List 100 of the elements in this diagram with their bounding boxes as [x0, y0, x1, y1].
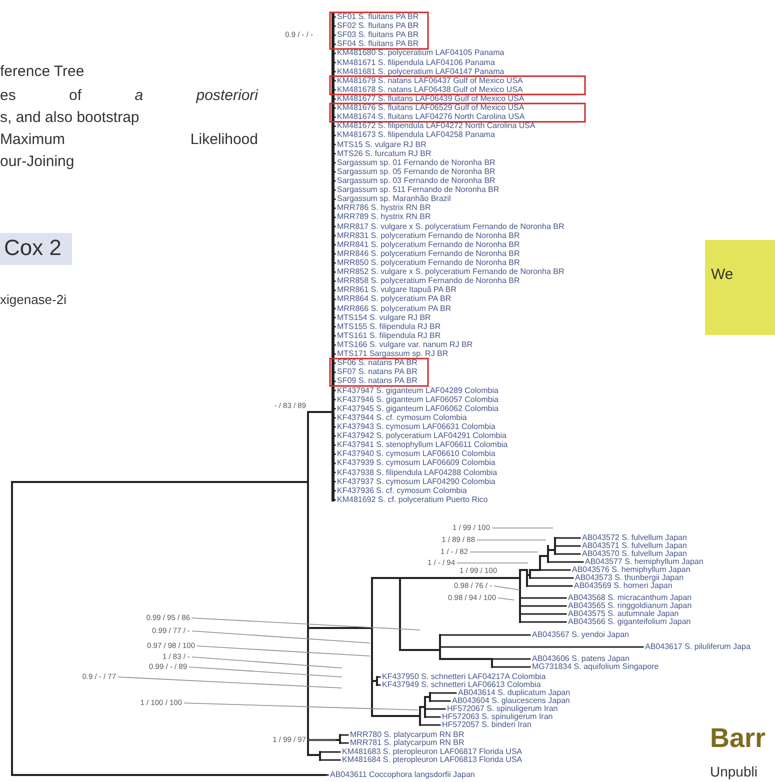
taxon-label: AB043614 S. duplicatum Japan: [458, 688, 570, 697]
taxon-label: KF437938 S. filipendula LAF04288 Colombia: [337, 468, 498, 477]
taxon-label: SF04 S. fluitans PA BR: [337, 40, 419, 49]
taxon-label: KM481677 S. fluitans LAF06439 Gulf of Mexico USA: [337, 94, 524, 104]
taxon-label: MG731834 S. aquifolium Singapore: [532, 662, 659, 672]
taxon-label: AB043565 S. ringgoldianum Japan: [568, 602, 692, 610]
taxon-label: MTS155 S. filipendula RJ BR: [337, 322, 441, 331]
slide-text: ference Tree: [0, 64, 84, 80]
taxon-label: SF02 S. fluitans PA BR: [337, 22, 419, 30]
taxon-label: Sargassum sp. 01 Fernando de Noronha BR: [337, 158, 496, 167]
taxon-label: MTS161 S. filipendula RJ BR: [337, 332, 441, 340]
taxon-label: MRR861 S. vulgare Itapuã PA BR: [337, 286, 456, 294]
slide-text: s, and also bootstrap: [0, 110, 140, 126]
leader-line: [196, 646, 370, 656]
taxon-label: HF572063 S. spinuligerum Iran: [442, 712, 553, 721]
taxon-label: KM481680 S. polyceratium LAF04105 Panama: [337, 49, 504, 58]
taxon-label: AB043571 S. fulvellum Japan: [582, 542, 687, 550]
leader-line: [192, 656, 342, 668]
taxon-label: MRR831 S. polyceratium Fernando de Noronha BR: [337, 231, 520, 240]
taxon-label: AB043577 S. hemiphyllum Japan: [585, 558, 704, 566]
taxon-label: MRR864 S. polyceratium PA BR: [337, 295, 452, 304]
taxon-label: AB043617 S. piluliferum Japa: [645, 642, 750, 652]
taxon-label: KF437950 S. schnetteri LAF04217A Colombia: [382, 672, 546, 681]
leader-line: [456, 562, 528, 564]
slide-text: our-Joining: [0, 154, 74, 170]
leader-line: [498, 598, 514, 600]
taxon-label: MTS171 Sargassum sp. RJ BR: [337, 350, 448, 358]
taxon-label: KM481676 S. fluitans LAF06529 Gulf of Mexico USA: [337, 104, 524, 112]
taxon-label: SF06 S. natans PA BR: [337, 358, 418, 368]
leader-line: [192, 630, 370, 644]
taxon-label: KF437942 S. polyceratium LAF04291 Colombia: [337, 432, 506, 440]
taxon-label: MTS154 S. vulgare RJ BR: [337, 313, 431, 322]
taxon-label: MRR866 S. polyceratium PA BR: [337, 304, 452, 313]
taxon-label: SF07 S. natans PA BR: [337, 368, 418, 376]
taxon-label: KF437945 S. giganteum LAF06062 Colombia: [337, 404, 498, 413]
taxon-label: AB043606 S. patens Japan: [532, 654, 630, 663]
taxon-label: MRR852 S. vulgare x S. polyceratium Fernando de Noronha BR: [337, 268, 564, 276]
taxon-label: MRR789 S. hystrix RN BR: [337, 213, 431, 222]
taxon-label: AB043604 S. glaucescens Japan: [452, 696, 570, 705]
taxon-label: KF437946 S. giganteum LAF06057 Colombia: [337, 395, 498, 404]
taxon-label: MRR841 S. polyceratium Fernando de Noronha BR: [337, 240, 520, 249]
section-tag: Cox 2: [0, 233, 72, 265]
taxon-label: AB043566 S. giganteifolium Japan: [568, 618, 691, 626]
taxon-label: AB043572 S. fulvellum Japan: [582, 534, 687, 542]
leader-line: [184, 702, 418, 710]
taxon-label: AB043573 S. thunbergii Japan: [575, 574, 684, 582]
taxon-label: MRR817 S. vulgare x S. polyceratium Fernando de Noronha BR: [337, 222, 564, 231]
taxon-label: KM481672 S. filipendula LAF04272 North Carolina USA: [337, 122, 536, 130]
leader-line: [192, 618, 420, 630]
section-heading: Barr: [710, 724, 766, 752]
leader-line: [494, 586, 520, 590]
leader-line: [188, 666, 342, 678]
taxon-label: Sargassum sp. 03 Fernando de Noronha BR: [337, 176, 496, 186]
taxon-label: KF437937 S. cymosum LAF04290 Colombia: [337, 477, 496, 486]
taxon-label: HF572057 S. binderi Iran: [442, 720, 532, 730]
taxon-label: KM481684 S. pteropleuron LAF06813 Florida USA: [342, 756, 522, 764]
taxon-label: KM481674 S. fluitans LAF04276 North Carolina USA: [337, 113, 525, 122]
taxon-label: KM481681 S. polyceratium LAF04147 Panama: [337, 67, 504, 76]
taxon-label: AB043576 S. hemiphyllum Japan: [572, 566, 690, 574]
taxon-label: KF437949 S. schnetteri LAF06613 Colombia: [382, 680, 541, 689]
taxon-label: Sargassum sp. Maranhão Brazil: [337, 195, 451, 204]
taxon-label: MTS26 S. furcatum RJ BR: [337, 149, 432, 158]
taxon-label: KM481679 S. natans LAF06437 Gulf of Mexico USA: [337, 76, 523, 85]
taxon-label: MRR846 S. polyceratium Fernando de Noronha BR: [337, 250, 520, 258]
taxon-label: KM481671 S. filipendula LAF04106 Panama: [337, 58, 495, 67]
taxon-label: SF01 S. fluitans PA BR: [337, 12, 419, 22]
taxon-label: KF437940 S. cymosum LAF06610 Colombia: [337, 450, 496, 458]
taxon-label: KF437943 S. cymosum LAF06631 Colombia: [337, 422, 496, 431]
note-card: We: [705, 240, 775, 335]
taxon-label: KF437941 S. stenophyllum LAF06611 Colombia: [337, 440, 508, 450]
taxon-label: MRR781 S. platycarpum RN BR: [350, 738, 464, 748]
taxon-label: AB043575 S. autumnale Japan: [568, 610, 679, 618]
taxon-label: Sargassum sp. 05 Fernando de Noronha BR: [337, 168, 496, 176]
taxon-label: KM481692 S. cf. polyceratium Puerto Rico: [337, 496, 488, 504]
taxon-label: KM481678 S. natans LAF06438 Gulf of Mexico USA: [337, 86, 523, 94]
taxon-label: KM481683 S. pteropleuron LAF06817 Florida USA: [342, 748, 522, 756]
body-text: Unpubli: [710, 764, 758, 780]
taxon-label: MRR786 S. hystrix RN BR: [337, 204, 431, 212]
taxon-label: MRR780 S. platycarpum RN BR: [350, 730, 464, 739]
taxon-label: AB043570 S. fulvellum Japan: [582, 550, 687, 558]
slide-text: es of a posteriori: [0, 88, 258, 104]
taxon-label: KF437939 S. cymosum LAF06609 Colombia: [337, 459, 496, 468]
taxon-label: SF09 S. natans PA BR: [337, 377, 418, 386]
taxon-label: KF437936 S. cf. cymosum Colombia: [337, 486, 467, 495]
taxon-label: AB043569 S. horneri Japan: [574, 582, 672, 590]
taxon-label: KM481673 S. filipendula LAF04258 Panama: [337, 131, 495, 140]
taxon-label: SF03 S. fluitans PA BR: [337, 31, 419, 40]
taxon-label: HF572067 S. spinuligerum Iran: [447, 704, 558, 713]
taxon-label: MRR850 S. polyceratium Fernando de Noronha BR: [337, 258, 520, 268]
taxon-label: MTS166 S. vulgare var. nanum RJ BR: [337, 340, 473, 350]
leader-line: [118, 676, 342, 688]
taxon-label: KF437944 S. cf. cymosum Colombia: [337, 414, 467, 422]
taxon-label: MRR858 S. polyceratium Fernando de Noronha BR: [337, 277, 520, 286]
slide-text: Maximum Likelihood: [0, 132, 258, 148]
taxon-label: MTS15 S. vulgare RJ BR: [337, 140, 426, 149]
slide-text: xigenase-2i: [0, 293, 66, 307]
taxon-label: KF437947 S. giganteum LAF04289 Colombia: [337, 386, 498, 395]
taxon-label: Sargassum sp. 511 Fernando de Noronha BR: [337, 186, 500, 194]
taxon-label: AB043567 S. yendoi Japan: [532, 630, 629, 640]
taxon-label: AB043611 Coccophora langsdorfii Japan: [330, 770, 475, 780]
